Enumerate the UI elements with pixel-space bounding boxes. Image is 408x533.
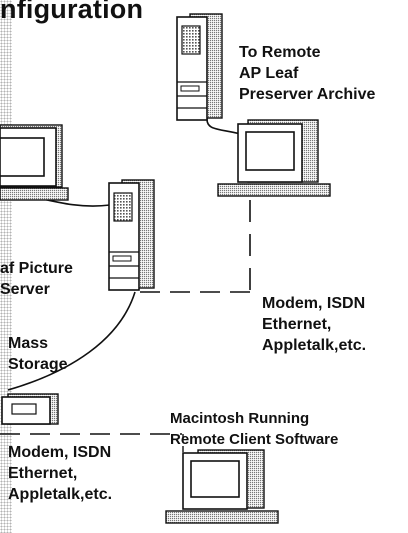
client-software-label-line-1: Macintosh Running	[170, 410, 310, 427]
picture-server-label: af Picture Server	[0, 258, 73, 300]
mass-storage-label-line-2: Storage	[8, 356, 68, 373]
picture-server-label-line-1: af Picture	[0, 260, 73, 277]
picture-server-tower-icon	[108, 179, 155, 291]
mass-storage-drive-icon	[1, 393, 59, 425]
bottom-link-type-label-line-1: Modem, ISDN	[8, 444, 112, 461]
bottom-link-type-label-line-2: Ethernet,	[8, 465, 78, 482]
bottom-link-type-label-line-3: Appletalk,etc.	[8, 486, 113, 503]
server-to-storage-cable	[7, 291, 136, 391]
client-software-label-line-2: Remote Client Software	[170, 431, 339, 448]
right-link-type-label: Modem, ISDN Ethernet, Appletalk,etc.	[262, 293, 366, 356]
diagram-title: nfiguration	[0, 0, 144, 24]
remote-archive-label-line-1: To Remote	[239, 44, 321, 61]
remote-archive-label: To Remote AP Leaf Preserver Archive	[239, 42, 375, 105]
right-link-type-label-line-3: Appletalk,etc.	[262, 337, 367, 354]
remote-archive-monitor-icon	[217, 119, 331, 197]
mass-storage-label-line-1: Mass	[8, 335, 49, 352]
client-software-label: Macintosh Running Remote Client Software	[170, 408, 338, 450]
client-macintosh-monitor-icon	[165, 449, 279, 524]
left-workstation-monitor-icon	[0, 124, 69, 201]
bottom-link-type-label: Modem, ISDN Ethernet, Appletalk,etc.	[8, 442, 112, 505]
picture-server-label-line-2: Server	[0, 281, 50, 298]
mass-storage-label: Mass Storage	[8, 333, 68, 375]
right-link-type-label-line-1: Modem, ISDN	[262, 295, 366, 312]
remote-archive-label-line-3: Preserver Archive	[239, 86, 376, 103]
right-link-type-label-line-2: Ethernet,	[262, 316, 332, 333]
remote-archive-label-line-2: AP Leaf	[239, 65, 299, 82]
remote-archive-server-tower-icon	[176, 13, 223, 121]
